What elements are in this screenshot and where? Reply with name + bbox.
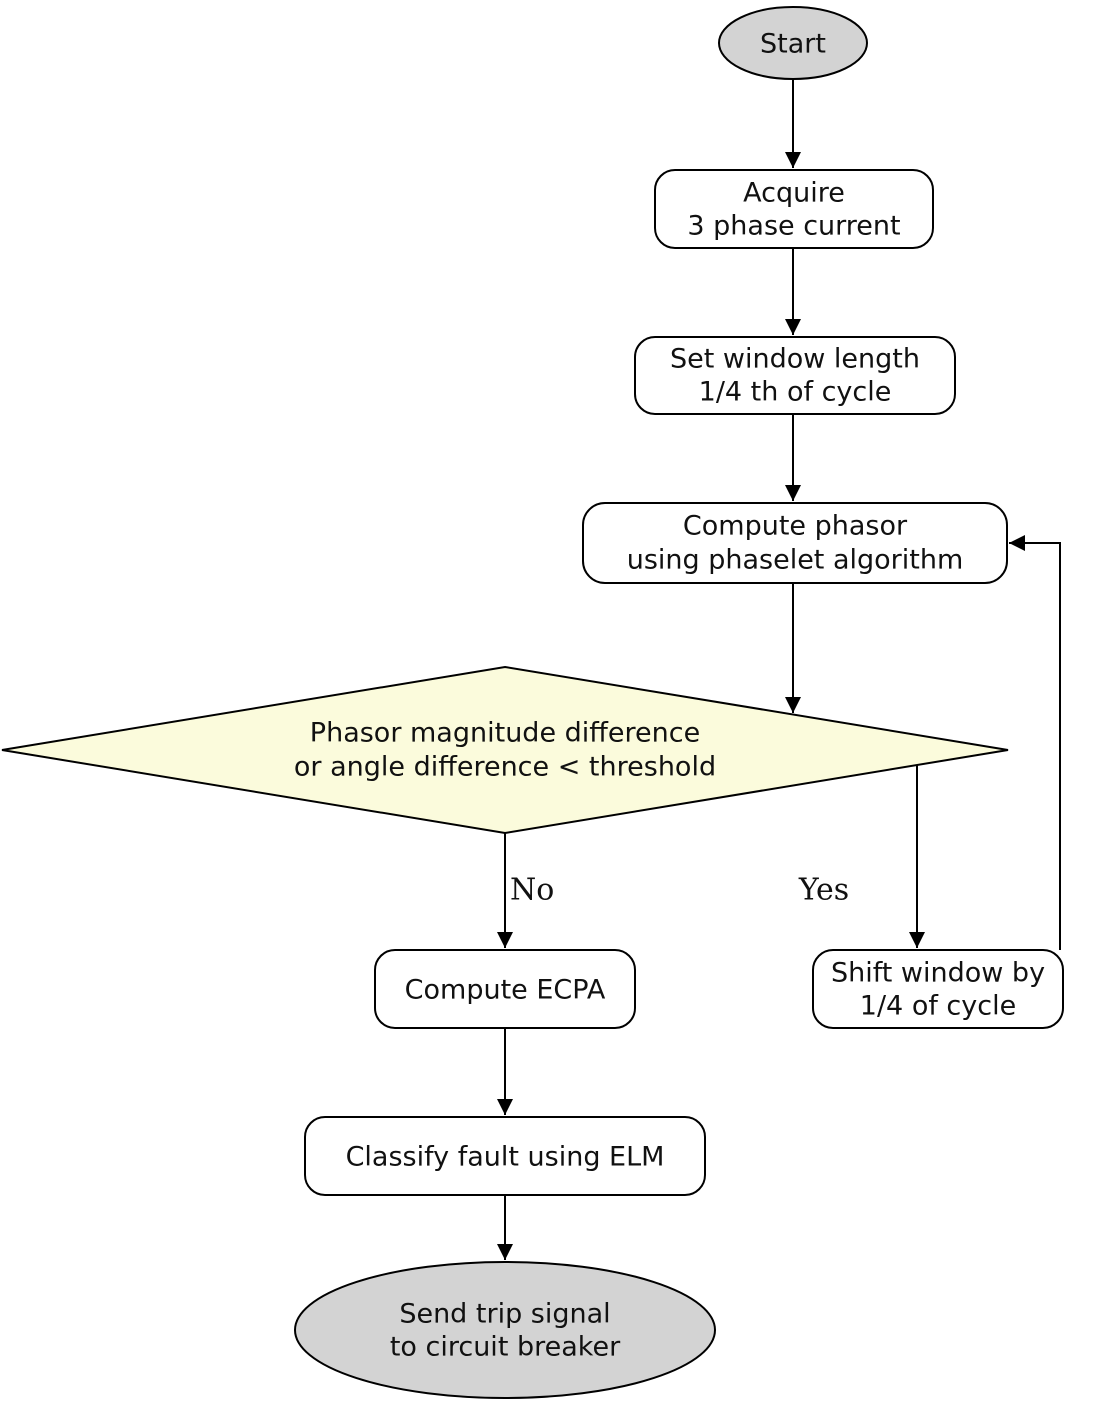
shift-window-box <box>812 949 1064 1029</box>
edges: No Yes <box>497 79 1061 1260</box>
edge-label-yes: Yes <box>798 873 849 908</box>
start-ellipse <box>718 6 868 80</box>
node-start: Start <box>718 6 868 80</box>
acquire-box <box>654 169 934 249</box>
node-classify-fault: Classify fault using ELM <box>304 1116 706 1196</box>
classify-fault-box <box>304 1116 706 1196</box>
compute-ecpa-box <box>374 949 636 1029</box>
node-compute-phasor: Compute phasor using phaselet algorithm <box>582 502 1008 584</box>
node-set-window-line2: 1/4 th of cycle <box>699 377 892 408</box>
node-acquire: Acquire 3 phase current <box>654 169 934 249</box>
node-set-window-line1: Set window length <box>670 344 920 375</box>
node-compute-phasor-line2: using phaselet algorithm <box>627 545 964 576</box>
node-decision-line1: Phasor magnitude difference <box>310 718 700 749</box>
node-end-line2: to circuit breaker <box>390 1332 621 1363</box>
node-shift-window: Shift window by 1/4 of cycle <box>812 949 1064 1029</box>
node-decision-line2: or angle difference < threshold <box>294 752 716 783</box>
node-acquire-line1: Acquire <box>743 178 845 209</box>
node-acquire-line2: 3 phase current <box>687 211 900 242</box>
edge-label-no: No <box>510 873 554 908</box>
node-set-window: Set window length 1/4 th of cycle <box>634 336 956 415</box>
end-ellipse <box>294 1261 716 1399</box>
node-start-label: Start <box>760 29 826 60</box>
node-shift-window-line2: 1/4 of cycle <box>860 991 1016 1022</box>
compute-phasor-box <box>582 502 1008 584</box>
edge-shift-window-feedback-to-compute-phasor <box>1009 535 1061 950</box>
node-end-line1: Send trip signal <box>399 1299 610 1330</box>
node-shift-window-line1: Shift window by <box>831 958 1045 989</box>
node-end: Send trip signal to circuit breaker <box>294 1261 716 1399</box>
node-compute-ecpa-label: Compute ECPA <box>405 975 606 1006</box>
node-classify-fault-label: Classify fault using ELM <box>346 1142 665 1173</box>
node-compute-phasor-line1: Compute phasor <box>683 511 908 542</box>
node-decision: Phasor magnitude difference or angle dif… <box>1 665 1009 835</box>
node-compute-ecpa: Compute ECPA <box>374 949 636 1029</box>
set-window-box <box>634 336 956 415</box>
decision-diamond <box>1 665 1009 835</box>
